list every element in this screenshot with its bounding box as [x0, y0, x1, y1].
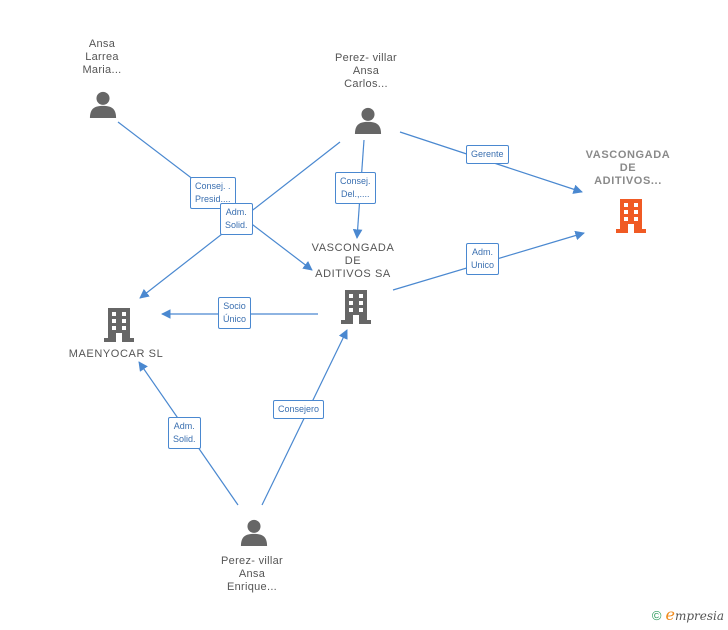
brand-name: mpresia — [674, 609, 724, 623]
building-icon[interactable] — [104, 308, 134, 342]
empresia-logo: ©empresia — [652, 605, 724, 624]
building-icon[interactable] — [341, 290, 371, 324]
person-label-perez-enrique[interactable]: Perez- villar Ansa Enrique... — [221, 555, 283, 593]
edge-label-consej-del[interactable]: Consej. Del.,.... — [335, 172, 376, 204]
edge-label-adm-solid-enrique[interactable]: Adm. Solid. — [168, 417, 201, 449]
edge-label-socio-unico[interactable]: Socio Único — [218, 297, 252, 329]
edge-label-gerente[interactable]: Gerente — [466, 145, 509, 164]
person-icon[interactable] — [89, 91, 117, 118]
company-label-vascongada-main[interactable]: VASCONGADA DE ADITIVOS... — [585, 149, 671, 187]
person-label-ansa-larrea[interactable]: Ansa Larrea Maria... — [82, 38, 122, 76]
building-icon[interactable] — [616, 199, 646, 233]
copyright-icon: © — [651, 608, 662, 623]
person-icon[interactable] — [354, 107, 382, 134]
edge-label-adm-unico[interactable]: Adm. Unico — [466, 243, 500, 275]
edge-label-adm-solid[interactable]: Adm. Solid. — [220, 203, 253, 235]
person-label-perez-carlos[interactable]: Perez- villar Ansa Carlos... — [335, 52, 397, 90]
brand-initial: e — [665, 605, 675, 624]
company-label-vascongada-sa[interactable]: VASCONGADA DE ADITIVOS SA — [311, 242, 395, 280]
edge-label-consejero[interactable]: Consejero — [273, 400, 325, 419]
company-label-maenyocar[interactable]: MAENYOCAR SL — [68, 348, 164, 360]
person-icon[interactable] — [240, 519, 268, 546]
